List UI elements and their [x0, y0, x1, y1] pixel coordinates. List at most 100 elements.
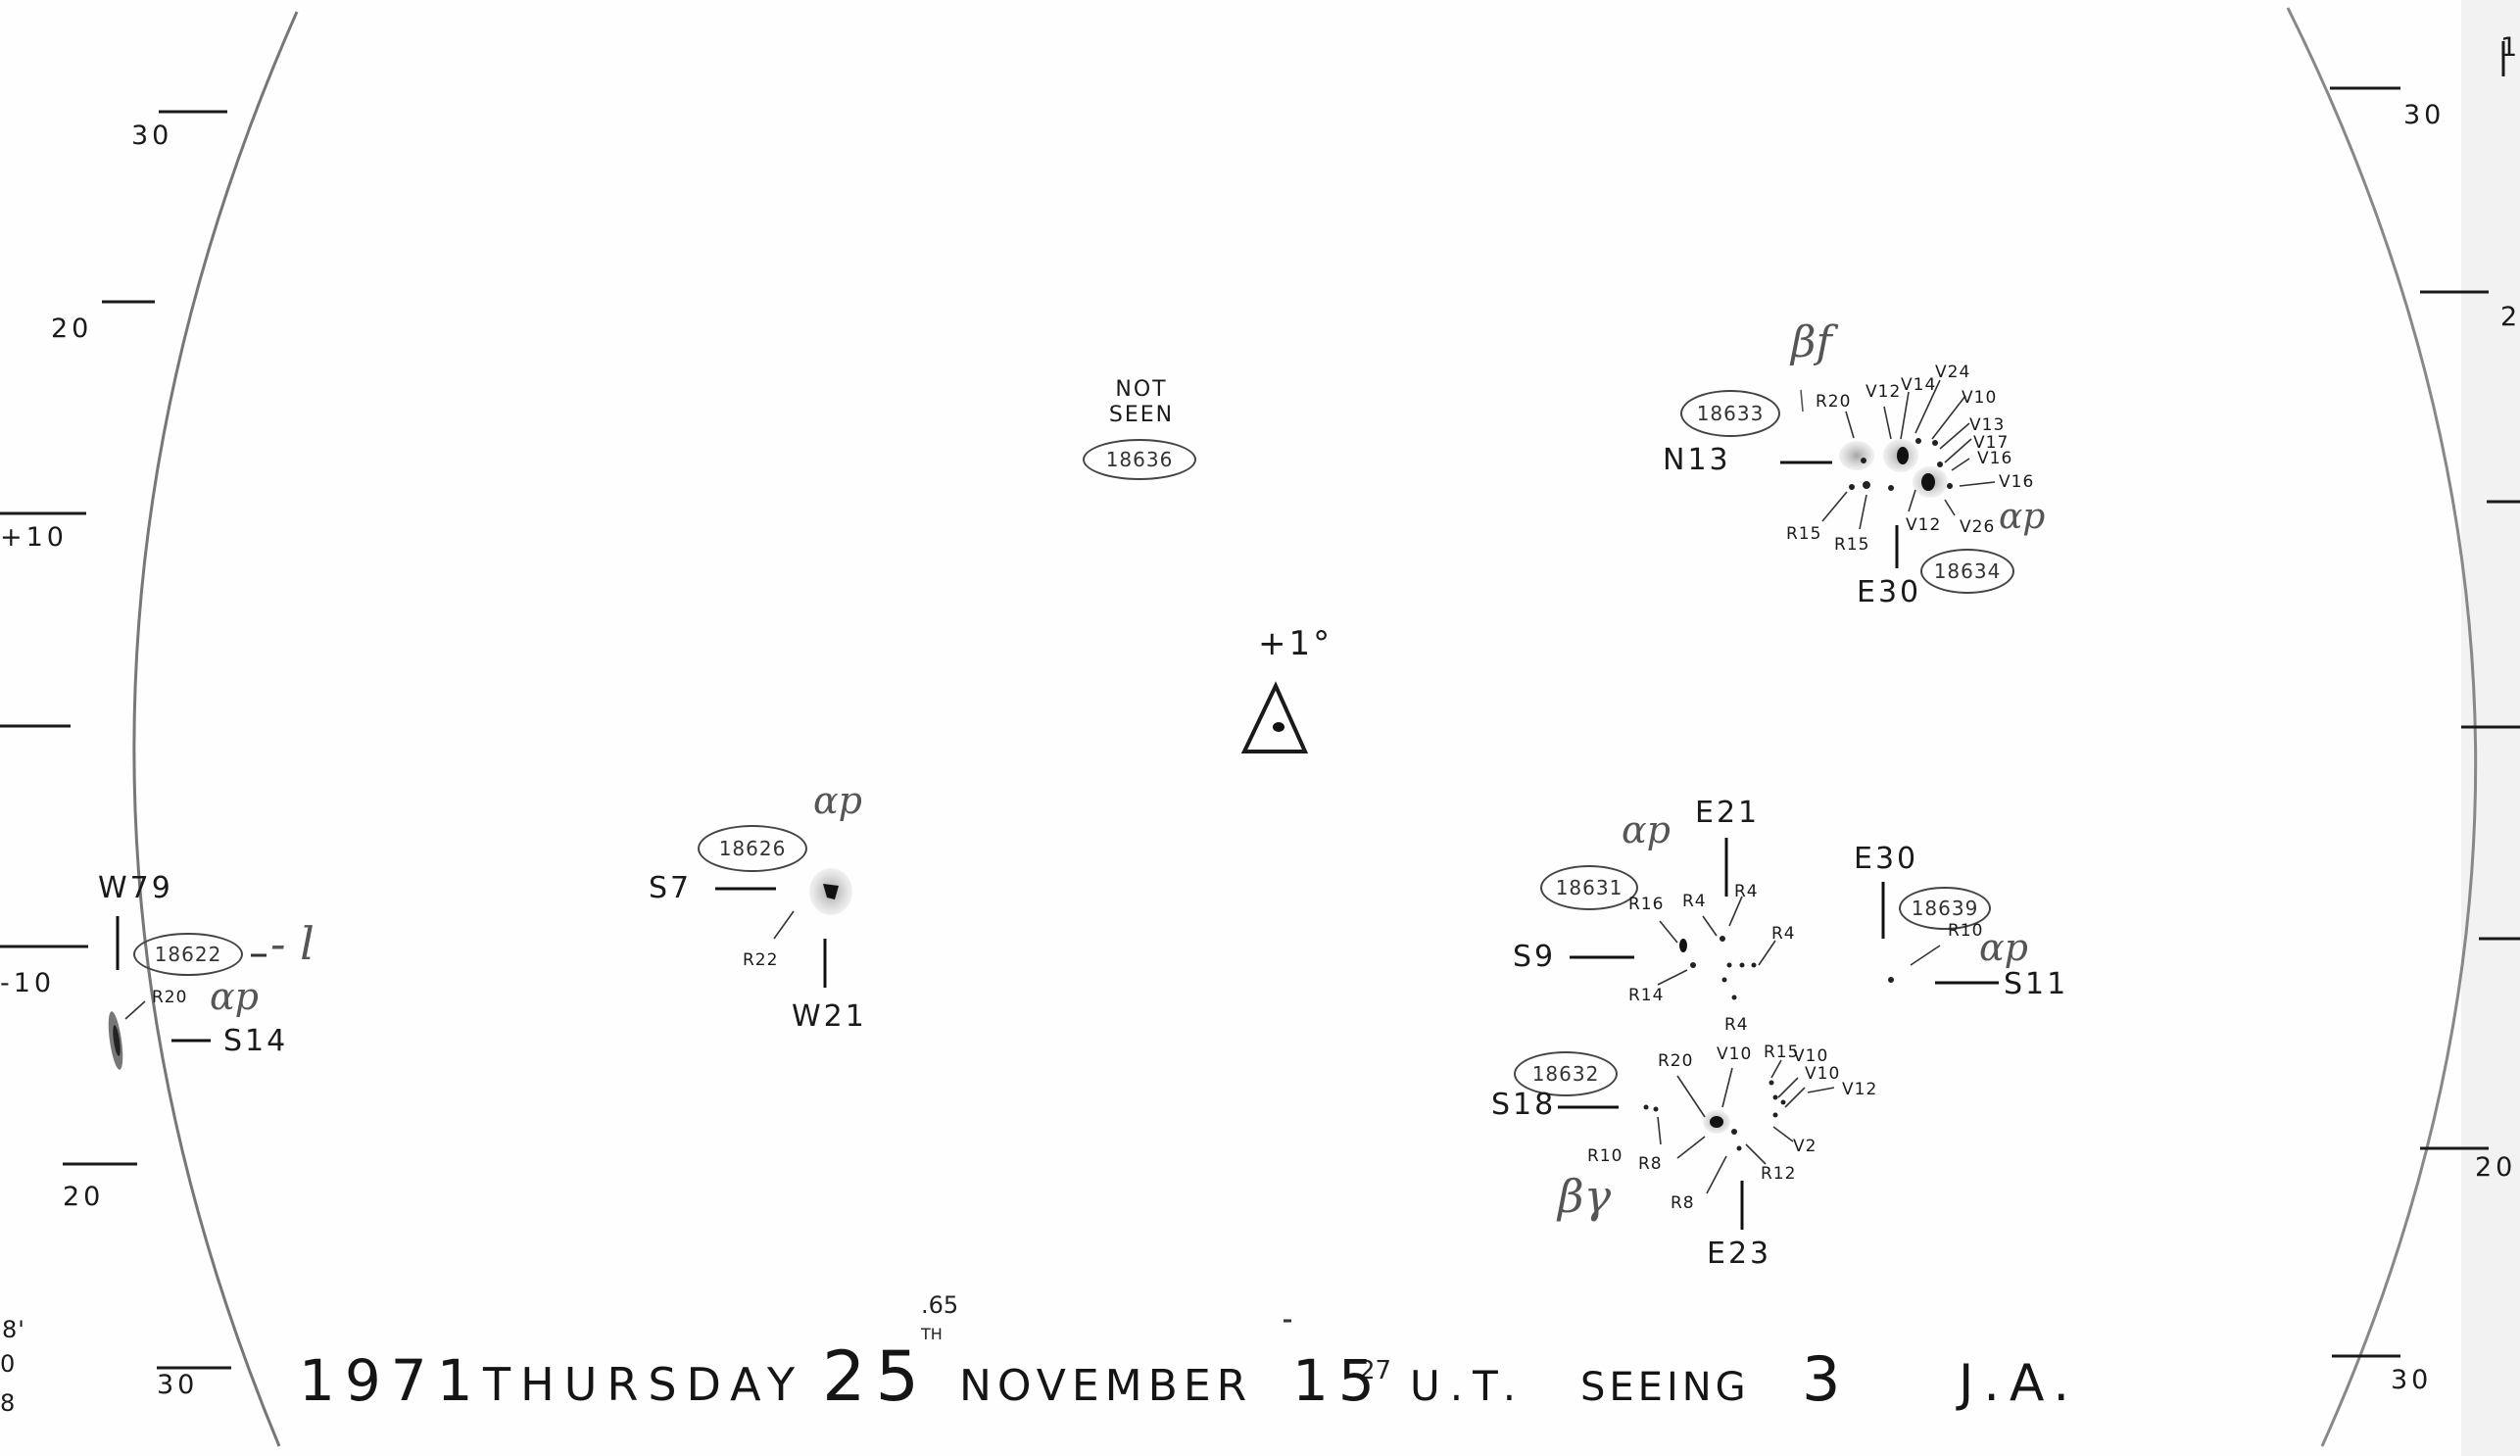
caption-seeing-value: 3: [1802, 1343, 1851, 1415]
region-18633-oval: 18633: [1680, 390, 1780, 437]
caption-year: 1971: [299, 1347, 483, 1414]
pos-E21: E21: [1695, 796, 1761, 830]
label-18633-11: V12: [1906, 515, 1942, 535]
caption-seeing-label: SEEING: [1580, 1365, 1750, 1410]
pos-N13: N13: [1663, 443, 1731, 477]
suffix-18622: - l: [270, 917, 315, 970]
label-18633-7: V16: [1977, 449, 2013, 468]
caption-day-suffix: TH: [921, 1325, 943, 1343]
label-18622-0: R20: [152, 988, 188, 1007]
spot-group-18632-drawing: [1558, 1059, 1835, 1230]
pos-S11: S11: [2004, 967, 2069, 1001]
caption-minute: 27: [1359, 1356, 1392, 1385]
label-18626-0: R22: [743, 950, 779, 970]
scale-label-partial-20: 20: [2475, 1152, 2517, 1183]
label-18632-8: R8: [1671, 1193, 1695, 1213]
label-18631-4: R14: [1628, 986, 1665, 1005]
scale-label-30-top-left: 30: [131, 121, 173, 151]
label-18631-0: R16: [1628, 895, 1665, 914]
label-18632-3: V10: [1793, 1046, 1829, 1066]
label-18633-9: R15: [1786, 524, 1822, 544]
label-18633-10: R15: [1834, 535, 1870, 555]
pos-E23: E23: [1707, 1237, 1772, 1271]
scale-label-20-top-left: 20: [51, 314, 93, 344]
scale-label-partial-1: 1: [2500, 32, 2520, 63]
scale-label-30-bottom-left: 30: [157, 1370, 199, 1400]
edge-fragment-3: 8: [0, 1389, 17, 1417]
scale-label-20-bottom-left: 20: [63, 1182, 105, 1212]
label-18632-5: V12: [1842, 1080, 1878, 1099]
triangle-marker-icon: [1240, 681, 1309, 753]
region-18639-oval: 18639: [1899, 887, 1991, 930]
class-18632: βγ: [1558, 1170, 1612, 1223]
class-18631: αp: [1622, 808, 1671, 851]
spot-group-18631-drawing: [1570, 838, 1776, 1000]
solar-limb-left: [132, 11, 299, 1447]
label-18632-9: R12: [1761, 1164, 1797, 1184]
region-18636-oval: 18636: [1083, 439, 1196, 480]
label-18631-5: R4: [1724, 1015, 1749, 1035]
label-18639-0: R10: [1948, 921, 1984, 941]
not-seen-note: NOT SEEN: [1108, 377, 1175, 427]
label-18633-4: V10: [1962, 388, 1998, 408]
label-18632-4: V10: [1805, 1064, 1841, 1084]
label-18633-6: V17: [1973, 433, 2010, 453]
caption-hour: 15: [1292, 1347, 1384, 1414]
right-scale-ticks: [2330, 41, 2520, 1358]
label-18633-3: V24: [1935, 363, 1971, 382]
label-18631-3: R4: [1771, 924, 1796, 944]
label-18631-1: R4: [1682, 892, 1707, 911]
class-18626: αp: [813, 779, 862, 822]
caption-day-decimal: .65: [921, 1291, 959, 1319]
scale-label-minus10-left: -10: [0, 968, 56, 998]
class-18634: αp: [1999, 497, 2046, 537]
pos-W79: W79: [98, 871, 173, 905]
left-scale-ticks: [0, 110, 231, 1370]
label-18632-1: V10: [1717, 1044, 1753, 1064]
caption-ut: U.T.: [1410, 1362, 1527, 1410]
region-18632-oval: 18632: [1514, 1051, 1618, 1096]
region-18626-oval: 18626: [698, 825, 807, 872]
pos-S7: S7: [649, 871, 693, 905]
class-18622: αp: [210, 975, 259, 1018]
pos-E30-18634: E30: [1857, 575, 1922, 609]
class-18633: βf: [1791, 317, 1832, 367]
solar-limb-right: [2286, 7, 2478, 1447]
label-18632-10: V2: [1793, 1137, 1817, 1156]
center-mark-label: +1°: [1258, 624, 1333, 663]
class-18639: αp: [1979, 926, 2028, 969]
label-18633-12: V26: [1960, 517, 1996, 537]
label-18633-2: V14: [1901, 375, 1937, 395]
pos-S9: S9: [1513, 940, 1557, 974]
label-18632-6: R10: [1587, 1146, 1623, 1166]
label-18632-7: R8: [1638, 1154, 1663, 1174]
pos-S14: S14: [223, 1024, 289, 1058]
caption-day: 25: [822, 1336, 930, 1417]
label-18632-0: R20: [1658, 1051, 1694, 1071]
caption-month: NOVEMBER: [959, 1361, 1253, 1411]
pos-E30-18639: E30: [1854, 842, 1919, 876]
pos-S18: S18: [1491, 1088, 1557, 1122]
label-18631-2: R4: [1734, 882, 1759, 901]
scale-label-plus10-left: +10: [0, 522, 68, 553]
edge-fragment-1: 8': [2, 1316, 25, 1343]
spot-group-18639-drawing: [1881, 882, 1999, 985]
label-18632-2: R15: [1764, 1043, 1800, 1062]
caption-observer: J.A.: [1959, 1354, 2080, 1413]
label-18633-0: R20: [1816, 392, 1852, 412]
spot-group-18633-drawing: [1780, 379, 1996, 568]
label-18633-5: V13: [1969, 415, 2006, 435]
scale-label-30-bottom-right: 30: [2391, 1365, 2433, 1395]
edge-fragment-2: 0: [0, 1350, 17, 1378]
pos-W21: W21: [792, 999, 867, 1034]
label-18633-1: V12: [1866, 382, 1902, 402]
spot-group-18626-drawing: [715, 868, 852, 988]
scale-label-partial-2: 2: [2500, 302, 2520, 332]
region-18631-oval: 18631: [1540, 865, 1638, 910]
region-18622-oval: 18622: [133, 933, 243, 976]
scale-label-30-top-right: 30: [2403, 100, 2446, 130]
caption-weekday: THURSDAY: [483, 1358, 805, 1411]
